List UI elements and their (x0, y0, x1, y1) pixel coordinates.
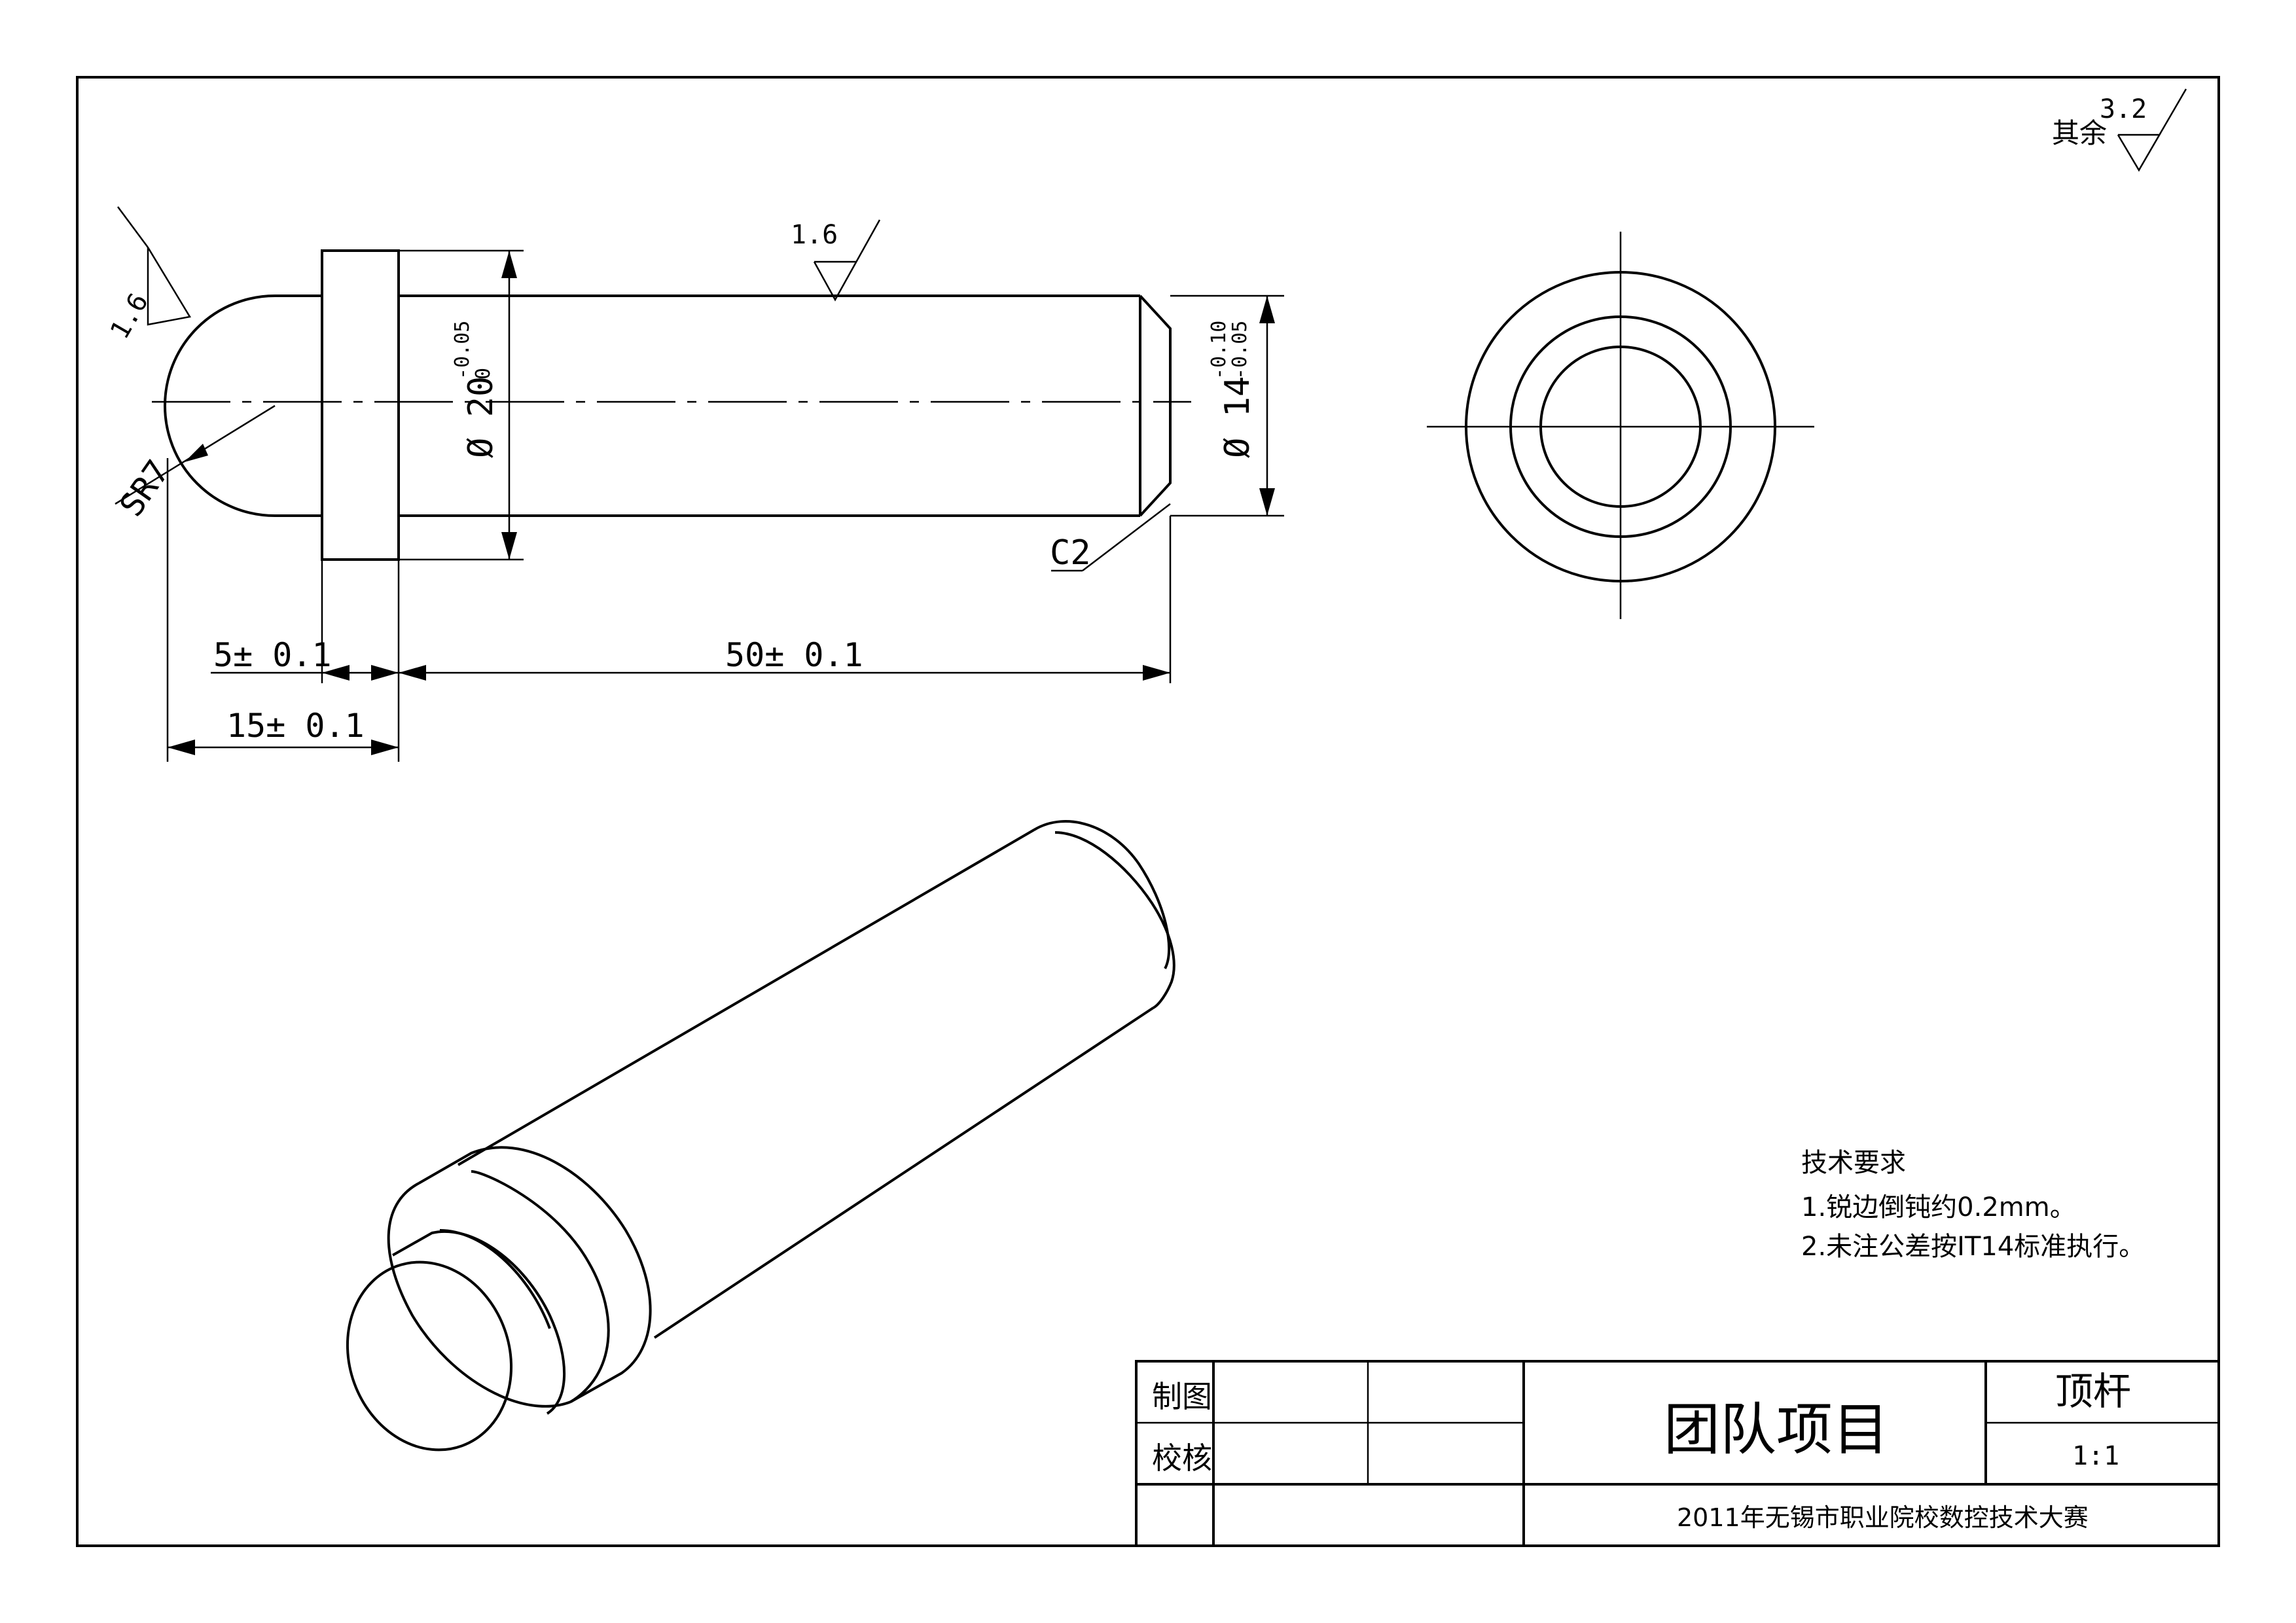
collar (321, 249, 400, 561)
side-view-inner-circle (1539, 346, 1702, 508)
side-view (1427, 232, 1814, 619)
scale-value: 1:1 (2072, 1441, 2119, 1471)
chamfer-annotation: C2 (1050, 503, 1171, 573)
head-length-label: 15± 0.1 (226, 707, 365, 745)
chamfered-end (1139, 294, 1172, 517)
isometric-view (346, 820, 1175, 1452)
side-view-middle-circle (1509, 315, 1732, 538)
shaft-diameter-lower-tol: -0.05 (1229, 321, 1251, 380)
team-label: 团队项目 (1664, 1397, 1889, 1463)
shaft-diameter-label: Ø 14 (1218, 376, 1257, 458)
length-dimensions: 5± 0.1 50± 0.1 15± 0.1 (166, 458, 1172, 762)
shaft-roughness-value: 1.6 (791, 220, 838, 250)
general-roughness-value: 3.2 (2100, 94, 2147, 124)
sphere-head (164, 294, 322, 517)
part-name: 顶杆 (2055, 1369, 2131, 1414)
sphere-radius-annotation: SR7 (112, 404, 276, 524)
drawn-by-label: 制图 (1152, 1379, 1212, 1414)
collar-diameter-upper-tol: -0.05 (451, 321, 474, 380)
collar-diameter-label: Ø 20 (461, 376, 501, 458)
shaft-length-label: 50± 0.1 (725, 636, 863, 674)
tech-requirements: 技术要求 1.锐边倒钝约0.2mm。 2.未注公差按IT14标准执行。 (1801, 1148, 2145, 1262)
front-view (152, 249, 1191, 561)
general-roughness-symbol: 其余 3.2 (2052, 88, 2187, 172)
tech-requirements-title: 技术要求 (1801, 1148, 1906, 1178)
side-view-outer-circle (1465, 271, 1776, 582)
shaft-diameter-upper-tol: -0.10 (1208, 321, 1230, 380)
collar-diameter-lower-tol: 0 (472, 368, 495, 380)
checked-by-label: 校核 (1152, 1440, 1212, 1476)
sphere-roughness-value: 1.6 (105, 288, 154, 344)
collar-diameter-dimension: Ø 20 -0.05 0 (399, 249, 524, 561)
tech-requirement-item: 2.未注公差按IT14标准执行。 (1801, 1232, 2145, 1262)
collar-length-label: 5± 0.1 (213, 636, 332, 674)
title-block: 制图 校核 团队项目 顶杆 1:1 2011年无锡市职业院校数控技术大赛 (1135, 1360, 2220, 1547)
general-roughness-prefix: 其余 (2052, 117, 2107, 149)
shaft-roughness-symbol: 1.6 (791, 219, 881, 302)
chamfer-label: C2 (1050, 533, 1091, 573)
tech-requirement-item: 1.锐边倒钝约0.2mm。 (1801, 1192, 2076, 1222)
shaft-diameter-dimension: Ø 14 -0.10 -0.05 (1170, 294, 1284, 517)
competition-name: 2011年无锡市职业院校数控技术大赛 (1677, 1503, 2089, 1532)
sphere-roughness-symbol: 1.6 (105, 206, 192, 344)
